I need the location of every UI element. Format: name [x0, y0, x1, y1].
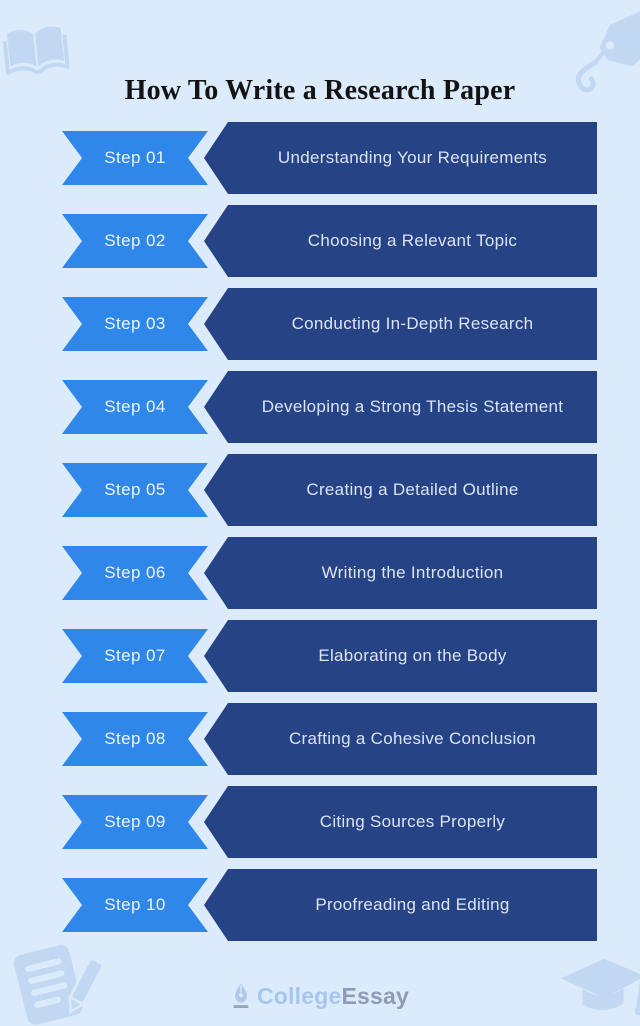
step-banner: Crafting a Cohesive Conclusion [204, 703, 597, 775]
step-label: Step 07 [104, 646, 166, 665]
step-label: Step 02 [104, 231, 166, 250]
step-row: Proofreading and Editing Step 10 [0, 869, 640, 941]
step-row: Conducting In-Depth Research Step 03 [0, 288, 640, 360]
step-ribbon: Step 04 [62, 380, 208, 434]
steps-list: Understanding Your Requirements Step 01 … [0, 122, 640, 952]
step-description: Writing the Introduction [321, 563, 504, 582]
step-row: Writing the Introduction Step 06 [0, 537, 640, 609]
step-ribbon: Step 03 [62, 297, 208, 351]
step-label: Step 04 [104, 397, 166, 416]
step-description: Creating a Detailed Outline [306, 480, 519, 499]
step-description: Elaborating on the Body [318, 646, 507, 665]
step-ribbon: Step 07 [62, 629, 208, 683]
step-label: Step 10 [104, 895, 166, 914]
step-label: Step 08 [104, 729, 166, 748]
step-banner: Proofreading and Editing [204, 869, 597, 941]
step-ribbon: Step 09 [62, 795, 208, 849]
step-ribbon: Step 08 [62, 712, 208, 766]
step-row: Understanding Your Requirements Step 01 [0, 122, 640, 194]
step-label: Step 09 [104, 812, 166, 831]
step-banner: Writing the Introduction [204, 537, 597, 609]
step-banner: Elaborating on the Body [204, 620, 597, 692]
step-row: Choosing a Relevant Topic Step 02 [0, 205, 640, 277]
step-banner: Choosing a Relevant Topic [204, 205, 597, 277]
step-banner: Developing a Strong Thesis Statement [204, 371, 597, 443]
step-row: Developing a Strong Thesis Statement Ste… [0, 371, 640, 443]
step-ribbon: Step 01 [62, 131, 208, 185]
brand-logo: CollegeEssay [0, 982, 640, 1010]
logo-text: CollegeEssay [257, 983, 409, 1010]
logo-text-college: College [257, 982, 342, 1009]
step-description: Understanding Your Requirements [277, 148, 548, 167]
step-description: Proofreading and Editing [315, 895, 510, 914]
step-banner: Conducting In-Depth Research [204, 288, 597, 360]
step-banner: Citing Sources Properly [204, 786, 597, 858]
step-row: Creating a Detailed Outline Step 05 [0, 454, 640, 526]
step-description: Citing Sources Properly [319, 812, 506, 831]
step-ribbon: Step 06 [62, 546, 208, 600]
step-label: Step 06 [104, 563, 166, 582]
step-banner: Creating a Detailed Outline [204, 454, 597, 526]
step-banner: Understanding Your Requirements [204, 122, 597, 194]
step-label: Step 01 [104, 148, 166, 167]
step-description: Choosing a Relevant Topic [307, 231, 518, 250]
step-description: Developing a Strong Thesis Statement [261, 397, 564, 416]
step-label: Step 03 [104, 314, 166, 333]
step-ribbon: Step 10 [62, 878, 208, 932]
logo-text-essay: Essay [341, 982, 409, 1009]
page-title: How To Write a Research Paper [124, 74, 516, 106]
step-ribbon: Step 02 [62, 214, 208, 268]
step-row: Elaborating on the Body Step 07 [0, 620, 640, 692]
step-ribbon: Step 05 [62, 463, 208, 517]
step-label: Step 05 [104, 480, 166, 499]
step-row: Citing Sources Properly Step 09 [0, 786, 640, 858]
step-row: Crafting a Cohesive Conclusion Step 08 [0, 703, 640, 775]
step-description: Conducting In-Depth Research [291, 314, 534, 333]
pen-nib-icon [233, 983, 249, 1008]
step-description: Crafting a Cohesive Conclusion [288, 729, 537, 748]
